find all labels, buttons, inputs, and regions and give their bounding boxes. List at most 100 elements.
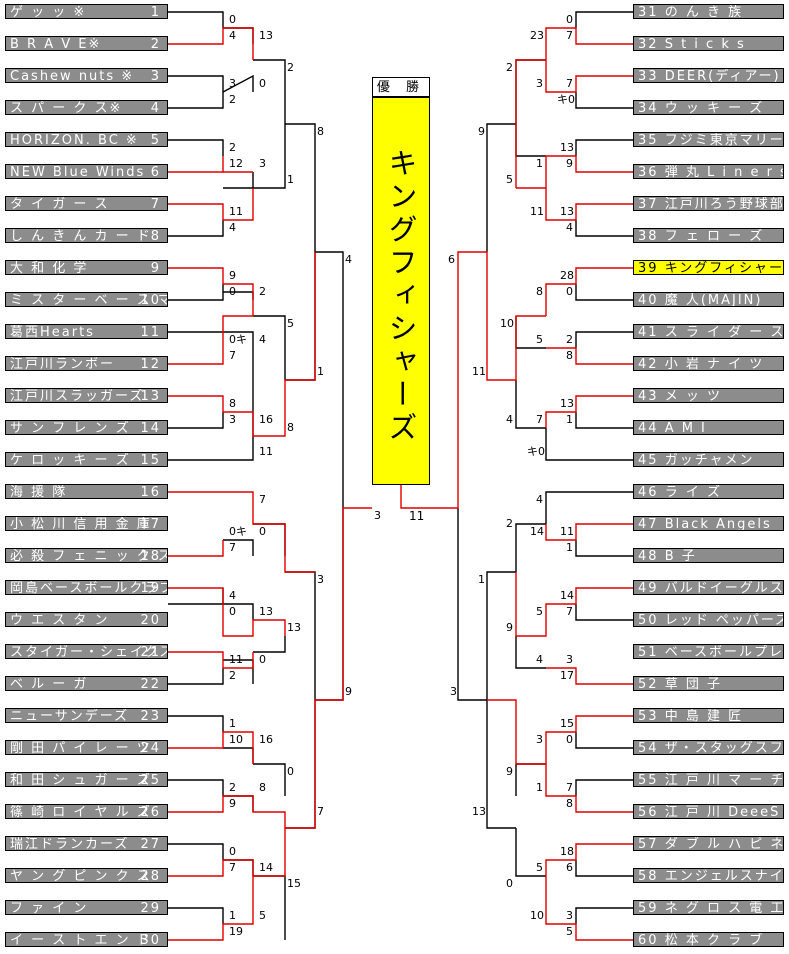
score-s27: 11 — [259, 445, 273, 458]
team-number: 15 — [140, 453, 161, 467]
team-number: 11 — [140, 325, 161, 339]
score-s18: 0キ — [229, 333, 247, 346]
team-name: ウ エ ス タ ン — [10, 613, 110, 627]
team-name: 篠 崎 ロ イ ヤ ル ズ — [10, 805, 152, 819]
score-s41: 1 — [229, 717, 236, 730]
score-r43: 15 — [560, 717, 574, 730]
score-r2: 7 — [566, 29, 573, 42]
team-left-9: 大 和 化 学 9 — [5, 260, 168, 275]
score-r58: 3 — [450, 685, 457, 698]
team-right-14: 44 A M I — [633, 420, 784, 435]
team-number: 27 — [140, 837, 161, 851]
team-number: 49 — [638, 581, 659, 595]
team-name: イ ー ス ト エ ン ド — [10, 933, 152, 947]
team-name: フ ェ ロ ー ズ — [664, 229, 765, 243]
score-s42: 10 — [229, 733, 243, 746]
score-r53: 3 — [566, 909, 573, 922]
team-number: 57 — [638, 837, 659, 851]
team-name: スタイガー・シェイクス — [10, 645, 168, 659]
score-s55: 7 — [317, 805, 324, 818]
team-number: 43 — [638, 389, 659, 403]
score-s22: 8 — [229, 397, 236, 410]
team-number: 31 — [638, 5, 659, 19]
team-number: 2 — [150, 37, 161, 51]
score-r41: 9 — [506, 621, 513, 634]
score-s53: 5 — [259, 909, 266, 922]
score-r37: 5 — [536, 605, 543, 618]
team-name: B R A V E※ — [10, 37, 102, 51]
score-s10: 3 — [259, 157, 266, 170]
team-number: 35 — [638, 133, 659, 147]
score-r13: 11 — [530, 205, 544, 218]
score-r10: 1 — [536, 157, 543, 170]
score-r30: 4 — [536, 493, 543, 506]
team-number: 10 — [140, 293, 161, 307]
team-number: 9 — [150, 261, 161, 275]
team-right-6: 36 弾 丸 L i n e r s — [633, 164, 784, 179]
team-name: ネ グ ロ ス 電 工 Ⅱ — [664, 901, 784, 915]
team-name: ベ ル ー ガ — [10, 677, 89, 691]
score-s30: 0キ — [229, 525, 247, 538]
team-right-18: 48 B 子 — [633, 548, 784, 563]
score-s14: 8 — [317, 125, 324, 138]
team-name: タ イ ガ ー ス — [10, 197, 110, 211]
team-number: 39 — [638, 261, 659, 275]
score-s39: 0 — [259, 653, 266, 666]
team-name: Cashew nuts ※ — [10, 69, 135, 83]
score-r3: 23 — [530, 29, 544, 42]
team-name: 瑞江ドランカーズ — [10, 837, 130, 851]
score-r11: 13 — [560, 205, 574, 218]
champion-name: キングフィシャーズ — [384, 148, 418, 445]
score-r15: 9 — [478, 125, 485, 138]
team-number: 32 — [638, 37, 659, 51]
score-s48: 0 — [229, 845, 236, 858]
score-s9: 12 — [229, 157, 243, 170]
team-right-4: 34 ウ ッ キ ー ズ — [633, 100, 784, 115]
team-name: 草 団 子 — [664, 677, 722, 691]
team-number: 55 — [638, 773, 659, 787]
score-r12: 4 — [566, 221, 573, 234]
team-name: S t i c k s — [664, 37, 746, 51]
team-name: 大 和 化 学 — [10, 261, 89, 275]
score-s47: 0 — [287, 765, 294, 778]
team-number: 50 — [638, 613, 659, 627]
team-name: ダ ブ ル ハ ピ ネ ス — [664, 837, 784, 851]
score-s7: 2 — [287, 61, 294, 74]
team-name: キングフィシャーズ — [664, 261, 784, 275]
score-s13: 1 — [287, 173, 294, 186]
team-number: 4 — [150, 101, 161, 115]
team-number: 54 — [638, 741, 659, 755]
team-number: 41 — [638, 325, 659, 339]
team-right-5: 35 フジミ東京マリーンズ — [633, 132, 784, 147]
score-s36: 3 — [317, 573, 324, 586]
team-name: フ ァ イ ン — [10, 901, 89, 915]
team-right-25: 55 江 戸 川 マ ー チ ス — [633, 772, 784, 787]
team-number: 36 — [638, 165, 659, 179]
team-left-10: ミ ス タ ー ベ ー ス マ ン10 — [5, 292, 168, 307]
team-right-9: 39 キングフィシャーズ — [633, 260, 784, 275]
score-r17: 0 — [566, 285, 573, 298]
score-s28: 4 — [345, 253, 352, 266]
score-s19: 4 — [259, 333, 266, 346]
team-number: 40 — [638, 293, 659, 307]
team-number: 5 — [150, 133, 161, 147]
score-s40: 13 — [287, 621, 301, 634]
score-r8: 13 — [560, 141, 574, 154]
team-name: の ん き 族 — [664, 5, 744, 19]
score-s49: 7 — [229, 861, 236, 874]
team-number: 12 — [140, 357, 161, 371]
team-name: ラ イ ズ — [664, 485, 722, 499]
score-r19: 2 — [566, 333, 573, 346]
team-number: 58 — [638, 869, 659, 883]
team-right-16: 46 ラ イ ズ — [633, 484, 784, 499]
team-name: ベースボールプレイヤーズ — [664, 645, 784, 659]
score-s35: 13 — [259, 605, 273, 618]
